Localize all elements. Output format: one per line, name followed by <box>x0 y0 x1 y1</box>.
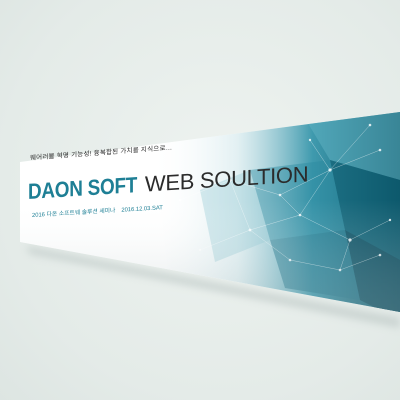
banner-shadow <box>26 246 400 328</box>
